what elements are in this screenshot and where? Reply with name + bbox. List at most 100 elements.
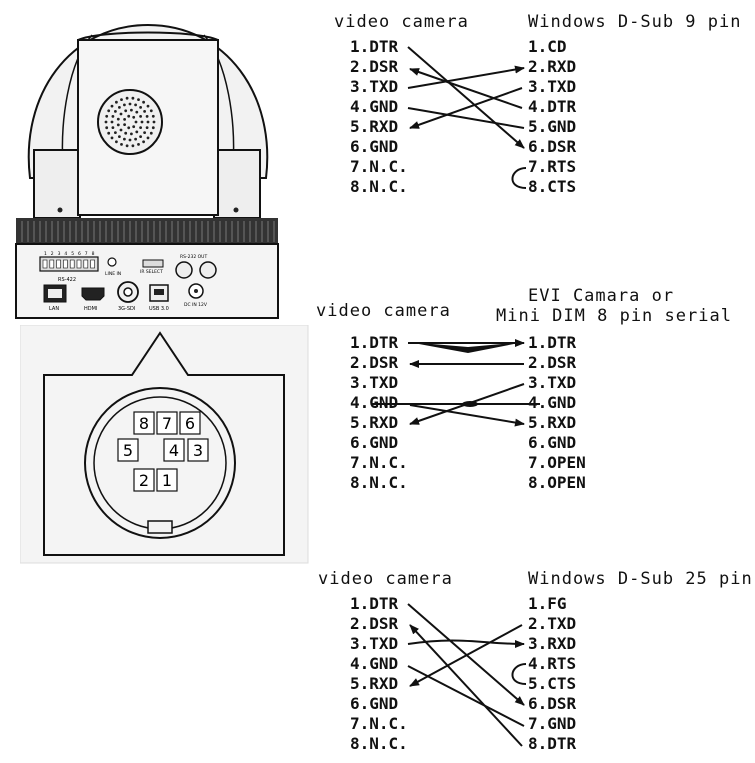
- sdi-port-center: [123, 287, 133, 297]
- terminal-screw: [76, 259, 82, 269]
- grill-dot: [120, 143, 123, 146]
- pin-label: 1.DTR: [350, 594, 399, 613]
- pin-label: 1.DTR: [350, 37, 399, 56]
- pin-label: 6.DSR: [528, 694, 577, 713]
- dip-number: 3: [58, 251, 61, 257]
- camera-yoke-right: [213, 149, 261, 219]
- grill-dot: [110, 120, 114, 124]
- diagram3-left-header: video camera: [318, 569, 453, 589]
- camera-back-panel: [15, 243, 279, 319]
- grill-dot: [137, 143, 140, 146]
- diagram2-right-pins: 1.DTR 2.DSR 3.TXD 4.GND 5.RXD 6.GND 7.OP…: [528, 333, 586, 493]
- dc-in-port-pin: [194, 289, 198, 293]
- callout-frame: [43, 331, 285, 556]
- grill-dot: [146, 104, 150, 108]
- panel-label-sdi: 3G-SDI: [118, 306, 135, 312]
- diagram1-right-pins: 1.CD 2.RXD 3.TXD 4.DTR 5.GND 6.DSR 7.RTS…: [528, 37, 576, 197]
- wire-dtr-to-dsr-back: [409, 68, 523, 109]
- pin-label: 6.GND: [350, 137, 399, 156]
- pin-label: 2.DSR: [350, 353, 399, 372]
- grill-dot: [114, 110, 117, 113]
- grill-dot: [127, 114, 131, 118]
- speaker-grill-dots: [104, 96, 156, 148]
- grill-dot: [139, 106, 143, 109]
- panel-label-line-in: LINE IN: [105, 271, 121, 277]
- terminal-screw: [49, 259, 55, 269]
- grill-dot: [116, 117, 120, 121]
- grill-dot: [131, 144, 135, 148]
- pin-label: 5.RXD: [350, 674, 399, 693]
- grill-dot: [123, 103, 126, 107]
- pin-label: 5.GND: [528, 117, 577, 136]
- rs422-terminal-block: [39, 256, 99, 272]
- loop-rts-cts: [511, 167, 527, 189]
- rs232-in-port: [175, 261, 193, 279]
- diagram3-left-pins: 1.DTR 2.DSR 3.TXD 4.GND 5.RXD 6.GND 7.N.…: [350, 594, 408, 754]
- pin-label: 3.TXD: [528, 373, 577, 392]
- grill-dot: [135, 130, 139, 134]
- grill-dot: [111, 115, 115, 118]
- terminal-screw: [69, 259, 75, 269]
- dip-number: 8: [92, 251, 95, 257]
- grill-dot: [120, 98, 123, 101]
- grill-dot: [149, 131, 153, 135]
- pin-number: 2: [139, 471, 149, 490]
- connector-illustration: 8 7 6 5 4 3 2 1: [20, 325, 309, 564]
- pin-label: 1.CD: [528, 37, 567, 56]
- diagram3-right-header: Windows D-Sub 25 pin: [528, 569, 753, 589]
- pin-label: 8.N.C.: [350, 734, 408, 753]
- pin-label: 2.RXD: [528, 57, 577, 76]
- pin-label: 4.GND: [350, 393, 399, 412]
- grill-dot: [151, 126, 155, 130]
- pin-box-7: 7: [156, 411, 178, 435]
- terminal-screw: [90, 259, 95, 269]
- grill-dot: [146, 120, 150, 124]
- pin-box-8: 8: [133, 411, 155, 435]
- pin-label: 7.GND: [528, 714, 577, 733]
- hdmi-port: [81, 287, 105, 301]
- grill-dot: [105, 126, 109, 130]
- wire-txd-to-rxd: [407, 639, 525, 648]
- pin-number: 3: [193, 441, 203, 460]
- pin-label: 4.DTR: [528, 97, 577, 116]
- pin-label: 5.CTS: [528, 674, 577, 693]
- pin-label: 5.RXD: [528, 413, 577, 432]
- terminal-screw: [63, 259, 68, 269]
- pin-label: 2.DSR: [528, 353, 577, 372]
- screw: [57, 207, 63, 213]
- grill-dot: [107, 109, 111, 113]
- wire-junction: [462, 401, 478, 407]
- grill-dot: [128, 102, 132, 106]
- wire-dtr-dtr-thick: [408, 342, 524, 353]
- terminal-screw: [42, 259, 48, 269]
- panel-label-usb: USB 3.0: [149, 306, 169, 312]
- dip-number: 7: [85, 251, 88, 257]
- diagram2-right-header-line2: Mini DIM 8 pin serial: [496, 306, 732, 326]
- loop-rts-cts: [511, 663, 527, 685]
- panel-label-rs422: RS-422: [58, 277, 76, 283]
- grill-dot: [130, 108, 133, 112]
- pin-label: 3.TXD: [350, 373, 399, 392]
- panel-label-dc-in: DC IN 12V: [184, 302, 208, 308]
- lan-port-inner: [48, 289, 62, 298]
- grill-dot: [134, 137, 138, 141]
- grill-dot: [115, 140, 118, 144]
- pin-label: 3.TXD: [350, 77, 399, 96]
- pin-number: 4: [169, 441, 179, 460]
- pin-box-5: 5: [117, 438, 139, 462]
- usb-port-inner: [154, 289, 164, 295]
- grill-dot: [132, 115, 136, 119]
- wire-dtr-to-dsr: [407, 46, 525, 149]
- pin-box-2: 2: [133, 468, 155, 492]
- grill-dot: [134, 103, 138, 107]
- pin-label: 3.RXD: [528, 634, 577, 653]
- grill-dot: [143, 110, 147, 113]
- grill-dot: [145, 115, 149, 118]
- grill-dot: [140, 120, 144, 124]
- grill-dot: [139, 115, 143, 118]
- diagram2-right-header-line1: EVI Camara or: [528, 286, 675, 306]
- camera-head-top: [77, 31, 219, 41]
- camera-base-fins: [16, 218, 278, 244]
- pin-label: 3.TXD: [350, 634, 399, 653]
